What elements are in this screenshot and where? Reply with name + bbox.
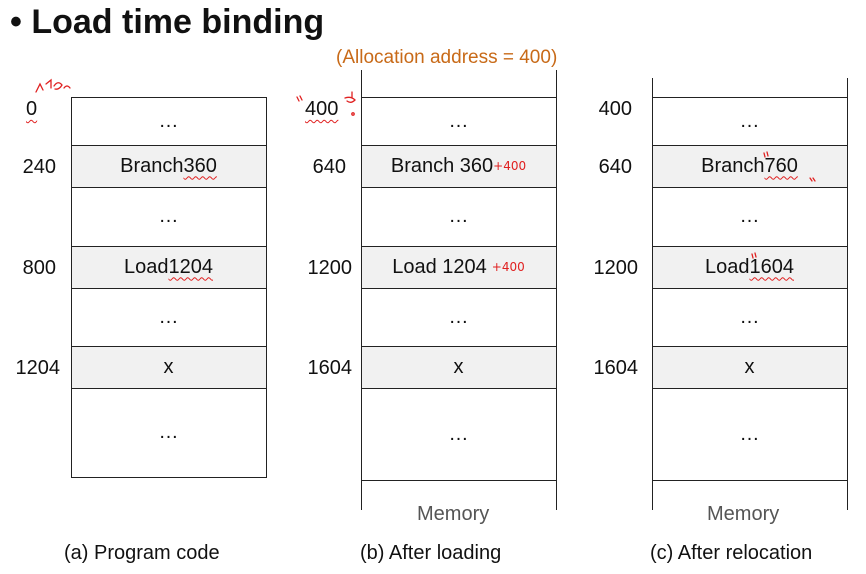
memory-border [361, 70, 362, 510]
address-label: 1604 [307, 357, 353, 379]
memory-border [847, 78, 848, 510]
handwritten-offset-note: +400 [493, 159, 527, 173]
cell-border [652, 145, 848, 146]
cell-border [652, 346, 848, 347]
cell-border [71, 246, 267, 247]
slide-title: • Load time binding [10, 3, 325, 41]
caption-after-relocation: (c) After relocation [650, 542, 813, 564]
memory-cell: … [739, 422, 760, 445]
memory-cell-load: Load 1204+400 [361, 246, 556, 288]
address-label: 800 [22, 257, 56, 279]
cell-border [71, 97, 72, 478]
memory-label: Memory [417, 503, 490, 525]
address-label: 1200 [307, 257, 353, 279]
cell-border [652, 288, 848, 289]
cell-border [652, 97, 848, 98]
memory-cell-data: x [71, 346, 266, 388]
address-label: 400 [305, 98, 339, 120]
cell-border [652, 480, 848, 481]
address-label: 640 [598, 156, 632, 178]
caption-after-loading: (b) After loading [360, 542, 502, 564]
handwritten-mark [344, 91, 356, 103]
memory-cell: … [158, 110, 179, 132]
memory-cell-branch: Branch 360+400 [361, 145, 556, 187]
memory-cell: … [739, 305, 760, 328]
memory-cell: … [448, 305, 469, 328]
memory-cell-branch: Branch 360 [71, 145, 266, 187]
memory-cell: … [158, 205, 179, 227]
memory-cell-load: Load 1604 [652, 246, 847, 288]
memory-cell-data: x [652, 346, 847, 388]
memory-cell: … [448, 110, 469, 132]
address-label: 640 [312, 156, 346, 178]
memory-cell: … [739, 110, 760, 132]
memory-cell-load: Load 1204 [71, 246, 266, 288]
memory-border [556, 70, 557, 510]
cell-border [652, 187, 848, 188]
address-label: 1604 [593, 357, 639, 379]
address-label: 1204 [15, 357, 61, 379]
cell-border [361, 246, 557, 247]
memory-border [652, 78, 653, 510]
cell-border [361, 346, 557, 347]
memory-cell: … [158, 421, 179, 443]
memory-cell: … [739, 205, 760, 227]
cell-border [71, 288, 267, 289]
memory-cell: … [158, 305, 179, 328]
cell-border [361, 480, 557, 481]
cell-border [71, 97, 267, 98]
memory-label: Memory [707, 503, 780, 525]
cell-border [71, 187, 267, 188]
cell-border [266, 97, 267, 478]
cell-border [652, 388, 848, 389]
cell-border [361, 145, 557, 146]
cell-border [71, 477, 267, 478]
cell-border [361, 388, 557, 389]
memory-cell-branch: Branch 760 [652, 145, 847, 187]
memory-cell-data: x [361, 346, 556, 388]
cell-border [361, 288, 557, 289]
handwritten-scribble [35, 78, 71, 93]
handwritten-tick [296, 95, 303, 102]
address-label: 240 [22, 156, 56, 178]
cell-border [361, 187, 557, 188]
handwritten-dot [351, 112, 355, 116]
handwritten-offset-note: +400 [491, 260, 525, 274]
memory-cell: … [448, 422, 469, 445]
cell-border [652, 246, 848, 247]
cell-border [71, 388, 267, 389]
allocation-address-note: (Allocation address = 400) [336, 47, 558, 68]
memory-cell: … [448, 205, 469, 227]
caption-program-code: (a) Program code [64, 542, 220, 564]
cell-border [361, 97, 557, 98]
address-label: 0 [26, 98, 38, 120]
address-label: 400 [598, 98, 632, 120]
cell-border [71, 346, 267, 347]
address-label: 1200 [593, 257, 639, 279]
cell-border [71, 145, 267, 146]
